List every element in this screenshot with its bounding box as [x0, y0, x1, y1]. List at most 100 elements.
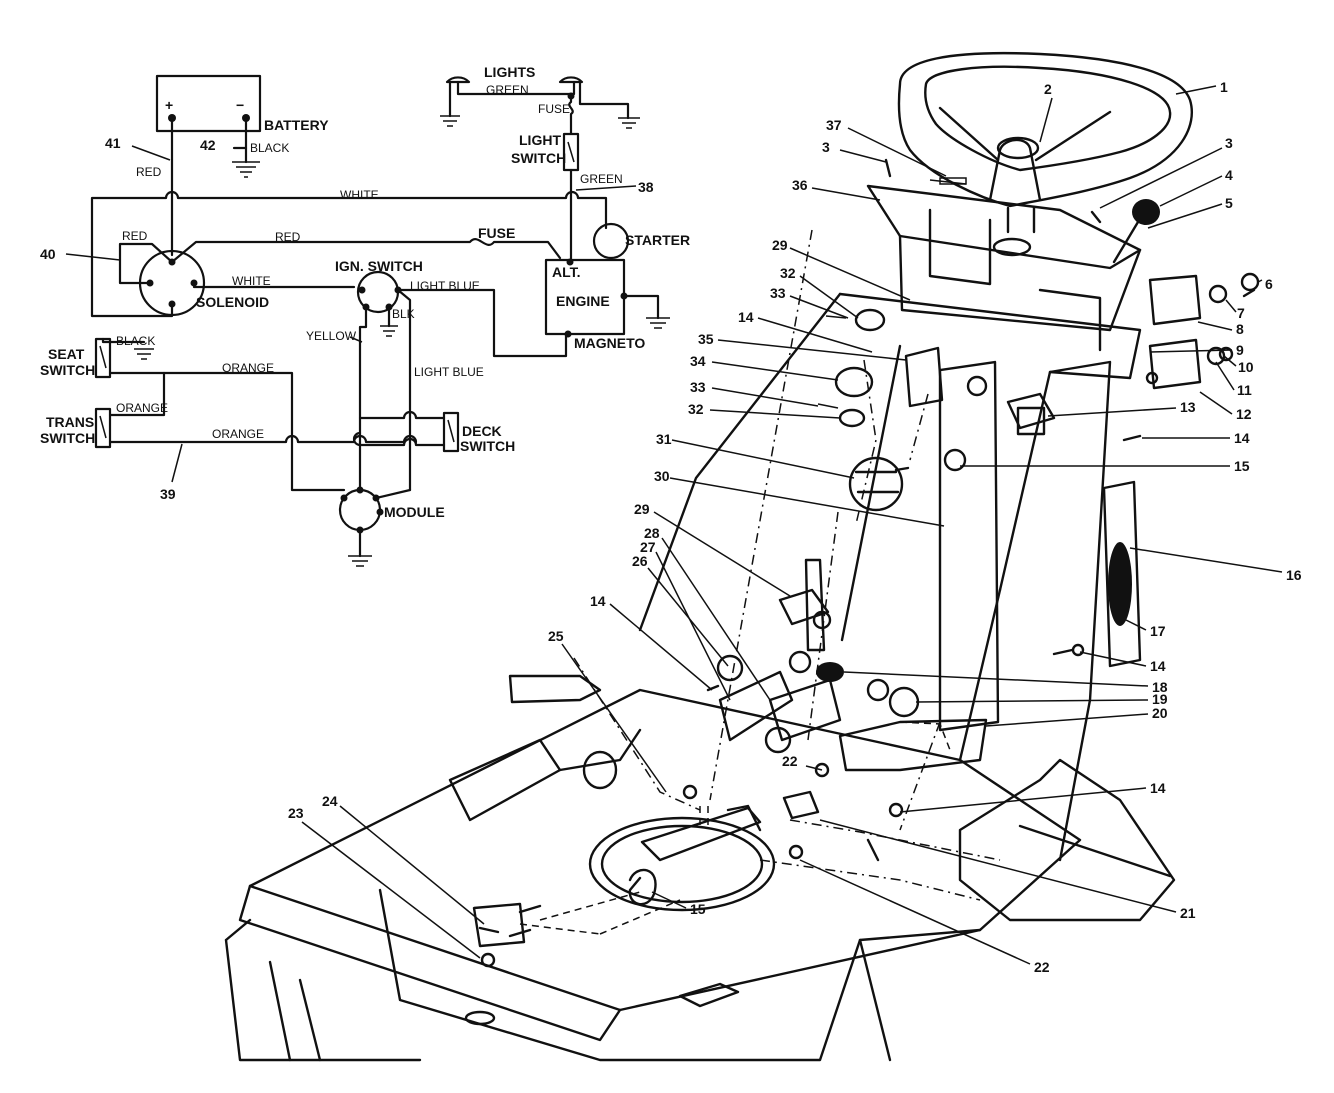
- svg-text:2: 2: [1044, 81, 1052, 97]
- svg-text:8: 8: [1236, 321, 1244, 337]
- svg-text:12: 12: [1236, 406, 1252, 422]
- svg-text:29: 29: [772, 237, 788, 253]
- svg-text:33: 33: [690, 379, 706, 395]
- battery-minus: −: [236, 97, 244, 113]
- console-column: [838, 292, 1142, 592]
- svg-text:RED: RED: [122, 229, 148, 243]
- battery-label: BATTERY: [264, 117, 329, 133]
- svg-text:LIGHT: LIGHT: [519, 132, 561, 148]
- svg-text:42: 42: [200, 137, 216, 153]
- deck-switch: [442, 411, 460, 453]
- svg-text:32: 32: [688, 401, 704, 417]
- starter: [592, 222, 630, 260]
- svg-text:RED: RED: [136, 165, 162, 179]
- svg-text:LIGHTS: LIGHTS: [484, 64, 535, 80]
- svg-text:30: 30: [654, 468, 670, 484]
- svg-text:ALT.: ALT.: [552, 264, 581, 280]
- wiring-schematic: + − BATTERY BLACK 42 RED 41 SOLENOID RED…: [40, 64, 690, 567]
- svg-text:STARTER: STARTER: [625, 232, 690, 248]
- svg-text:17: 17: [1150, 623, 1166, 639]
- svg-text:BLK: BLK: [392, 307, 415, 321]
- svg-text:FUSE: FUSE: [538, 102, 570, 116]
- svg-text:FUSE: FUSE: [478, 225, 515, 241]
- svg-text:27: 27: [640, 539, 656, 555]
- svg-text:TRANS: TRANS: [46, 414, 94, 430]
- battery-box: [155, 74, 262, 133]
- svg-text:3: 3: [1225, 135, 1233, 151]
- svg-text:10: 10: [1238, 359, 1254, 375]
- svg-text:ORANGE: ORANGE: [212, 427, 264, 441]
- battery-plus: +: [165, 97, 173, 113]
- svg-text:SWITCH: SWITCH: [40, 430, 95, 446]
- svg-text:34: 34: [690, 353, 706, 369]
- svg-text:36: 36: [792, 177, 808, 193]
- svg-text:WHITE: WHITE: [340, 188, 379, 202]
- part-callouts: 1 2 3 3 4 5 6 7 8 9 10 11 12 13 14 15 16…: [288, 79, 1302, 975]
- svg-text:19: 19: [1152, 691, 1168, 707]
- steering-wheel: [897, 51, 1193, 208]
- svg-text:28: 28: [644, 525, 660, 541]
- svg-text:9: 9: [1236, 342, 1244, 358]
- svg-text:SWITCH: SWITCH: [511, 150, 566, 166]
- svg-text:39: 39: [160, 486, 176, 502]
- svg-text:DECK: DECK: [462, 423, 502, 439]
- svg-text:BLACK: BLACK: [250, 141, 289, 155]
- svg-text:SEAT: SEAT: [48, 346, 85, 362]
- svg-text:41: 41: [105, 135, 121, 151]
- svg-text:24: 24: [322, 793, 338, 809]
- svg-text:ORANGE: ORANGE: [222, 361, 274, 375]
- svg-text:14: 14: [1150, 658, 1166, 674]
- svg-text:33: 33: [770, 285, 786, 301]
- svg-text:IGN. SWITCH: IGN. SWITCH: [335, 258, 423, 274]
- svg-text:13: 13: [1180, 399, 1196, 415]
- dash-panel: [866, 184, 1142, 270]
- svg-text:40: 40: [40, 246, 56, 262]
- svg-text:6: 6: [1265, 276, 1273, 292]
- tractor-assembly: [224, 51, 1260, 1062]
- svg-text:SWITCH: SWITCH: [460, 438, 515, 454]
- svg-text:15: 15: [690, 901, 706, 917]
- svg-text:SWITCH: SWITCH: [40, 362, 95, 378]
- left-fender: [508, 674, 602, 704]
- svg-text:35: 35: [698, 331, 714, 347]
- svg-text:ENGINE: ENGINE: [556, 293, 610, 309]
- svg-text:32: 32: [780, 265, 796, 281]
- svg-text:14: 14: [1150, 780, 1166, 796]
- trans-switch: [94, 407, 112, 449]
- svg-text:5: 5: [1225, 195, 1233, 211]
- svg-text:29: 29: [634, 501, 650, 517]
- svg-text:18: 18: [1152, 679, 1168, 695]
- svg-text:25: 25: [548, 628, 564, 644]
- svg-text:YELLOW: YELLOW: [306, 329, 357, 343]
- svg-text:ORANGE: ORANGE: [116, 401, 168, 415]
- svg-text:LIGHT BLUE: LIGHT BLUE: [410, 279, 480, 293]
- svg-text:15: 15: [1234, 458, 1250, 474]
- svg-text:MAGNETO: MAGNETO: [574, 335, 645, 351]
- body-floor: [248, 688, 1082, 1012]
- svg-text:RED: RED: [275, 230, 301, 244]
- svg-text:14: 14: [590, 593, 606, 609]
- right-fender: [958, 758, 1176, 922]
- svg-text:GREEN: GREEN: [580, 172, 623, 186]
- svg-text:WHITE: WHITE: [232, 274, 271, 288]
- svg-text:37: 37: [826, 117, 842, 133]
- svg-text:MODULE: MODULE: [384, 504, 445, 520]
- svg-text:22: 22: [782, 753, 798, 769]
- svg-text:31: 31: [656, 431, 672, 447]
- svg-text:23: 23: [288, 805, 304, 821]
- svg-text:16: 16: [1286, 567, 1302, 583]
- svg-text:26: 26: [632, 553, 648, 569]
- svg-text:21: 21: [1180, 905, 1196, 921]
- svg-text:1: 1: [1220, 79, 1228, 95]
- svg-text:20: 20: [1152, 705, 1168, 721]
- svg-text:11: 11: [1237, 382, 1252, 398]
- svg-text:14: 14: [738, 309, 754, 325]
- svg-text:GREEN: GREEN: [486, 83, 529, 97]
- svg-text:38: 38: [638, 179, 654, 195]
- svg-text:3: 3: [822, 139, 830, 155]
- svg-text:LIGHT BLUE: LIGHT BLUE: [414, 365, 484, 379]
- svg-text:BLACK: BLACK: [116, 334, 155, 348]
- svg-text:22: 22: [1034, 959, 1050, 975]
- svg-text:4: 4: [1225, 167, 1233, 183]
